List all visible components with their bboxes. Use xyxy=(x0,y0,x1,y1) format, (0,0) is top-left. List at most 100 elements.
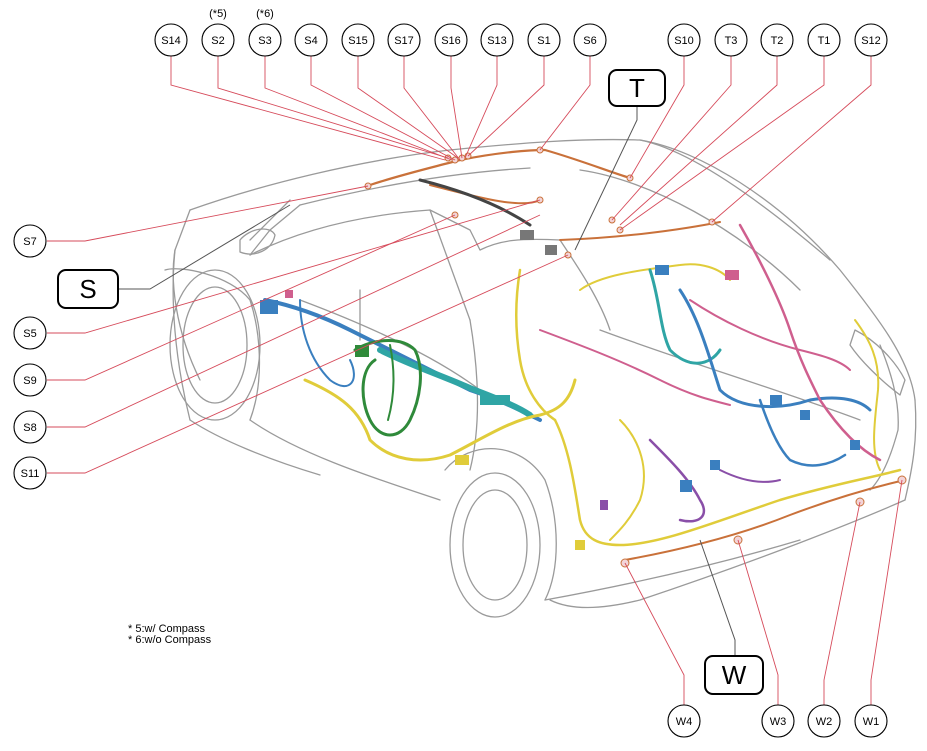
group-box-label: S xyxy=(79,274,96,304)
connector-callout-s12: S12 xyxy=(854,23,888,57)
rear-harness-blue xyxy=(678,288,872,412)
leader-S13 xyxy=(464,56,498,159)
callout-circle xyxy=(434,23,468,57)
callout-label: T1 xyxy=(818,35,831,47)
leader-S15 xyxy=(357,56,459,159)
leader-S9 xyxy=(47,214,456,381)
leader-W1 xyxy=(870,479,903,705)
group-box-frame xyxy=(608,69,666,107)
leader-group-W xyxy=(699,539,736,655)
callout-label: S11 xyxy=(21,468,40,480)
leader-S7 xyxy=(47,185,369,242)
callout-circle xyxy=(13,316,47,350)
floor-harness-green-2 xyxy=(387,344,395,421)
rear-harness-purple-2 xyxy=(719,469,781,483)
bumper-harness-orange xyxy=(624,479,906,561)
connector-callout-t2: T2 xyxy=(760,23,794,57)
connector-callout-s8: S8 xyxy=(13,410,47,444)
callout-circle xyxy=(480,23,514,57)
leader-lines xyxy=(47,56,903,705)
connector-callout-s10: S10 xyxy=(667,23,701,57)
connector-callout-s2: S2(*5) xyxy=(201,8,235,57)
wire-harness-group xyxy=(260,146,907,568)
callout-label: S8 xyxy=(23,422,36,434)
rear-harness-teal xyxy=(648,268,722,365)
group-box-frame xyxy=(57,269,119,309)
floor-harness-green xyxy=(353,339,422,437)
group-box-label: W xyxy=(722,660,747,690)
connector-callout-s1: S1 xyxy=(527,23,561,57)
dash-harness-teal xyxy=(377,347,533,418)
group-leaders xyxy=(118,106,736,655)
group-box-s: S xyxy=(57,269,119,309)
connector-callout-s6: S6 xyxy=(573,23,607,57)
callout-label: S9 xyxy=(23,375,36,387)
callout-circle xyxy=(667,23,701,57)
leader-S14 xyxy=(170,56,446,161)
callout-label: S7 xyxy=(23,236,36,248)
roof-rail-harness xyxy=(418,178,532,227)
connector-callout-t1: T1 xyxy=(807,23,841,57)
callout-label: W1 xyxy=(863,716,880,728)
callout-label: T3 xyxy=(725,35,738,47)
group-box-w: W xyxy=(704,655,764,695)
rear-harness-yellow-2 xyxy=(609,419,645,541)
connector-callout-s3: S3 (*6) xyxy=(248,8,282,57)
connector-callout-s17: S17 xyxy=(387,23,421,57)
rear-harness-pink xyxy=(738,223,882,462)
main-harness-yellow xyxy=(303,378,577,462)
connector-callout-s11: S11 xyxy=(13,456,47,490)
roof-harness xyxy=(368,148,632,187)
callout-label: S1 xyxy=(537,35,550,47)
connector-blocks xyxy=(260,230,860,550)
group-box-label: T xyxy=(629,73,645,103)
leader-W2 xyxy=(823,501,861,705)
callout-note: (*6) xyxy=(256,8,274,20)
leader-S17 xyxy=(403,56,461,161)
callout-circle xyxy=(294,23,328,57)
callout-label: S5 xyxy=(23,328,36,340)
callout-circle xyxy=(854,23,888,57)
rear-harness-blue-2 xyxy=(758,398,847,467)
callout-circle xyxy=(13,363,47,397)
leader-group-S xyxy=(118,204,291,290)
leader-group-T xyxy=(574,106,638,251)
callout-label: S17 xyxy=(394,35,414,47)
connector-callout-s16: S16 xyxy=(434,23,468,57)
leader-S16 xyxy=(450,56,463,159)
group-box-frame xyxy=(704,655,764,695)
callout-label: S12 xyxy=(861,35,881,47)
callout-circle xyxy=(201,23,235,57)
callout-label: S4 xyxy=(304,35,317,47)
callout-label: S10 xyxy=(674,35,694,47)
callout-circle xyxy=(807,23,841,57)
group-box-t: T xyxy=(608,69,666,107)
connector-callout-s7: S7 xyxy=(13,224,47,258)
leader-S12 xyxy=(711,56,872,223)
callout-label: W4 xyxy=(676,716,693,728)
callout-circle xyxy=(154,23,188,57)
connector-callout-s14: S14 xyxy=(154,23,188,57)
rear-harness-yellow xyxy=(854,319,881,471)
callout-circle xyxy=(714,23,748,57)
callout-label: S6 xyxy=(583,35,596,47)
leader-S8 xyxy=(47,214,541,428)
rear-harness-pink-2 xyxy=(539,329,731,406)
callout-label: S3 xyxy=(258,35,271,47)
note-compass-6: * 6:w/o Compass xyxy=(128,634,212,646)
callout-circle xyxy=(761,704,795,738)
leader-S3 xyxy=(264,56,453,161)
vehicle-outline xyxy=(164,138,917,618)
leader-S4 xyxy=(310,56,456,161)
callout-circle xyxy=(807,704,841,738)
callout-note: (*5) xyxy=(209,8,227,20)
connector-callout-s9: S9 xyxy=(13,363,47,397)
callout-circle xyxy=(248,23,282,57)
callout-circle xyxy=(527,23,561,57)
connector-callout-s5: S5 xyxy=(13,316,47,350)
main-harness-yellow-4 xyxy=(579,263,731,291)
rear-harness-purple xyxy=(648,438,706,523)
callout-circle xyxy=(667,704,701,738)
leader-S10 xyxy=(629,56,685,179)
leader-S5 xyxy=(47,199,541,334)
